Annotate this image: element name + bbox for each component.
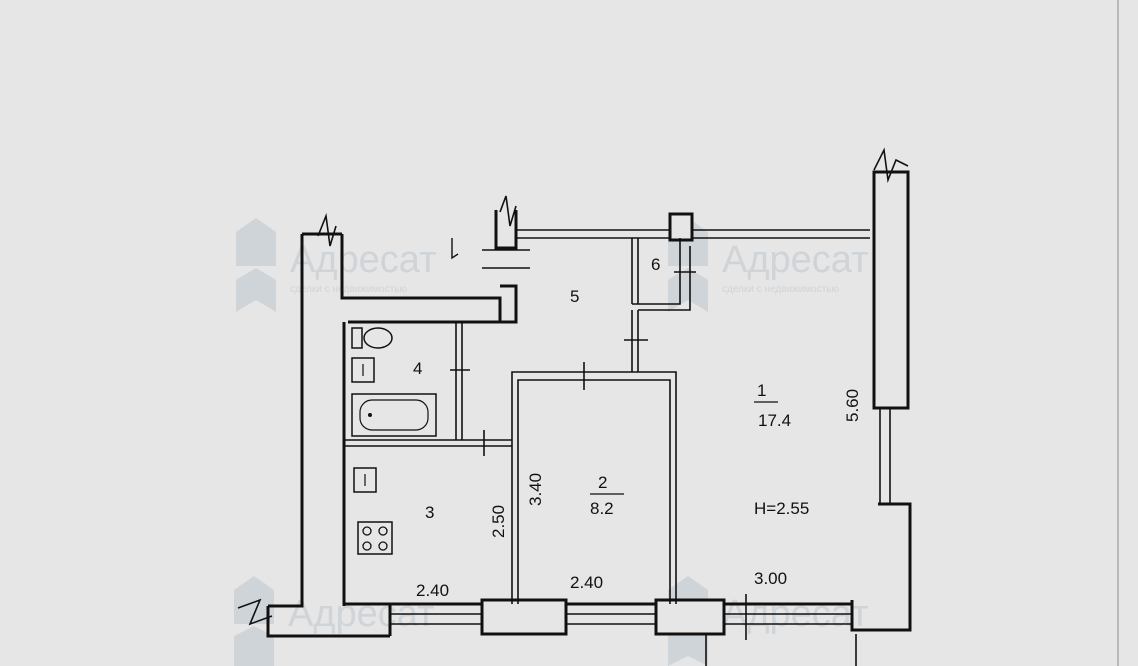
- dimension-2-50: 2.50: [489, 505, 508, 538]
- dimension-3-40: 3.40: [526, 473, 545, 506]
- kitchen-sink-icon: [353, 467, 377, 493]
- watermark-subtitle: сделки с недвижимостью: [290, 284, 408, 295]
- sink-icon: [351, 357, 375, 383]
- room-1-area: 17.4: [758, 411, 791, 430]
- room-3-number: 3: [425, 503, 434, 522]
- watermark-bottom-left: Адресат: [234, 576, 435, 666]
- dimension-5-60: 5.60: [843, 389, 862, 422]
- interior-walls: [344, 238, 747, 640]
- toilet-icon: [351, 327, 393, 349]
- dimension-2-40-left: 2.40: [416, 581, 449, 600]
- watermark-text: Адресат: [290, 239, 437, 281]
- room-5-number: 5: [570, 287, 579, 306]
- entrance-arrow-icon: [451, 238, 459, 260]
- watermark-subtitle: сделки с недвижимостью: [722, 284, 840, 295]
- outer-walls: [237, 147, 912, 666]
- watermark-top-left: Адресат сделки с недвижимостью: [236, 218, 437, 312]
- room-6-number: 6: [651, 255, 660, 274]
- room-1-number: 1: [757, 381, 766, 400]
- ceiling-height: H=2.55: [754, 499, 809, 518]
- room-4-number: 4: [413, 359, 422, 378]
- dimension-2-40-mid: 2.40: [570, 573, 603, 592]
- bathtub-icon: [351, 393, 437, 437]
- stove-icon: [357, 521, 393, 555]
- watermark-text: Адресат: [722, 239, 869, 281]
- dimension-3-00: 3.00: [754, 569, 787, 588]
- room-2-number: 2: [598, 473, 607, 492]
- room-2-area: 8.2: [590, 499, 614, 518]
